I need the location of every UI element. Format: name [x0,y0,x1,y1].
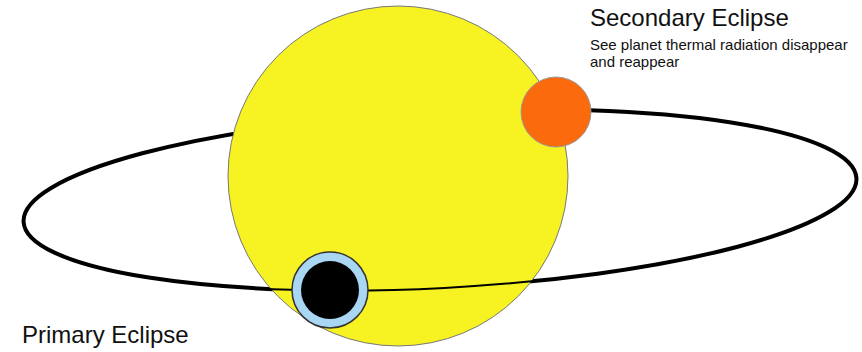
heading-label: Secondary Eclipse [590,4,789,32]
star-disk [228,6,568,346]
planet-secondary [521,77,591,147]
planet-primary [301,261,359,319]
heading-label: Primary Eclipse [22,321,189,349]
note-label: See planet thermal radiation disappear a… [590,36,852,71]
orbit-front-arc [19,178,861,310]
planet-atmosphere-ring [292,252,368,328]
